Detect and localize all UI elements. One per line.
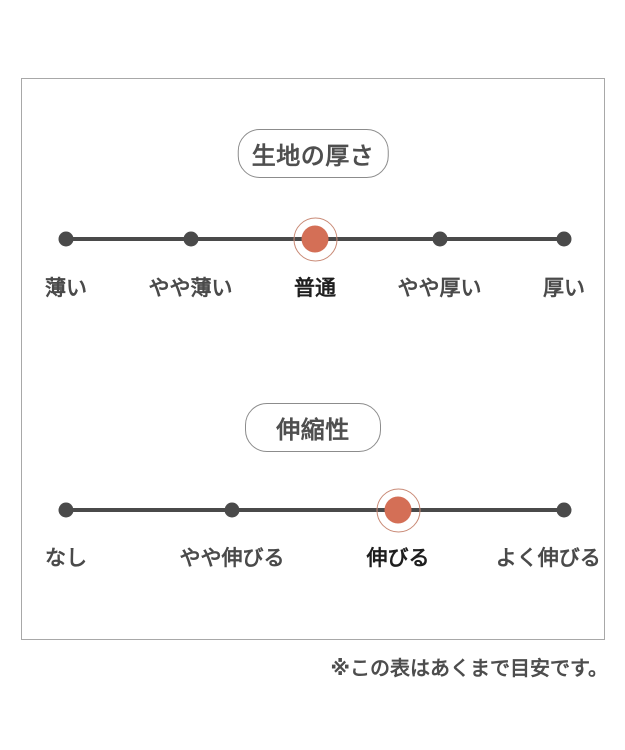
scale-option-label: 厚い xyxy=(543,276,585,300)
scale-option-label: よく伸びる xyxy=(495,546,601,570)
selected-dot xyxy=(376,488,420,532)
scale-option-label: 伸びる xyxy=(366,546,430,570)
scale-fabric-thickness: 生地の厚さ 薄い やや薄い 普通 やや厚い 厚い xyxy=(22,79,604,639)
selected-dot-ring xyxy=(376,488,420,532)
scale-line xyxy=(66,508,564,512)
footnote: ※この表はあくまで目安です。 xyxy=(330,656,608,680)
scale-dot xyxy=(556,502,572,518)
scale-dot xyxy=(58,231,74,247)
scale-labels: 薄い やや薄い 普通 やや厚い 厚い xyxy=(45,275,585,301)
scale-option-label: やや薄い xyxy=(148,276,233,300)
scale-dot xyxy=(58,502,74,518)
scale-dot xyxy=(183,231,198,247)
scale-title-pill: 生地の厚さ xyxy=(237,129,389,178)
scale-option-label: やや伸びる xyxy=(179,546,285,570)
selected-dot xyxy=(293,217,337,261)
scale-option-label: やや厚い xyxy=(397,276,482,300)
spec-box: 生地の厚さ 薄い やや薄い 普通 やや厚い 厚い 伸縮性 なし やや伸びる 伸びる よく伸びる xyxy=(21,78,605,640)
scale-dot xyxy=(224,502,240,518)
scale-dot xyxy=(432,231,447,247)
scale-option-label: なし xyxy=(45,546,87,570)
scale-title-pill: 伸縮性 xyxy=(245,403,381,452)
scale-option-label: 普通 xyxy=(294,276,336,300)
selected-dot-ring xyxy=(293,217,337,261)
scale-stretchability: 伸縮性 なし やや伸びる 伸びる よく伸びる xyxy=(22,79,604,639)
scale-option-label: 薄い xyxy=(45,276,87,300)
scale-dot xyxy=(556,231,572,247)
scale-labels: なし やや伸びる 伸びる よく伸びる xyxy=(45,545,601,571)
